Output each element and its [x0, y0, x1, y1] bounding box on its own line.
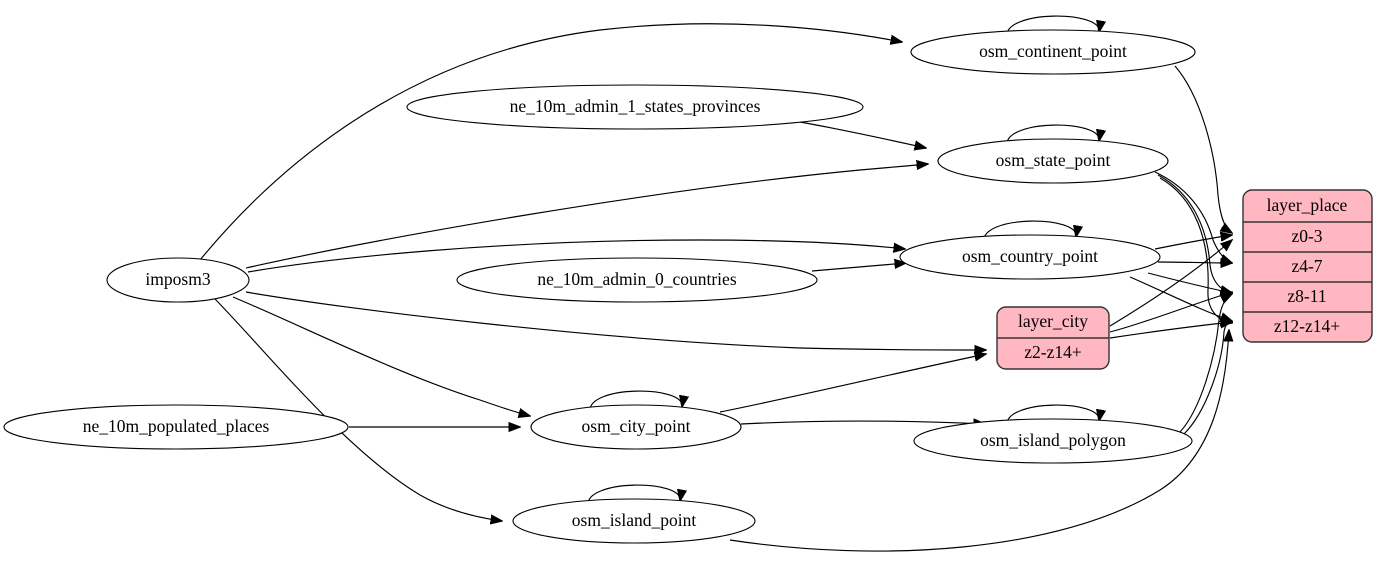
edge-imposm3-to-osm-continent-point: [199, 23, 902, 261]
selfloop-osm-state-point: [1006, 124, 1099, 147]
edge-osm-city-point-to-layer-city: [719, 354, 986, 413]
selfloop-osm-island-point: [587, 484, 680, 507]
edge-ne-countries-to-osm-country-point: [811, 263, 906, 272]
edge-osm-state-point-to-layer-place-z8-11: [1157, 174, 1232, 293]
edge-osm-island-polygon-to-layer-place-z8-11: [1179, 294, 1232, 433]
selfloop-osm-country-point: [983, 220, 1076, 243]
record-layer: layer_city z2-z14+ layer_place z0-3 z4-7…: [996, 189, 1373, 370]
node-osm-island-point[interactable]: osm_island_point: [512, 498, 756, 544]
edge-layer-city-to-layer-place-z12-z14: [1109, 322, 1232, 339]
node-osm-state-point[interactable]: osm_state_point: [937, 138, 1169, 184]
edge-osm-country-point-to-layer-place-z4-7: [1157, 262, 1232, 263]
record-title-layer-city: layer_city: [1018, 311, 1088, 331]
selfloop-osm-island-polygon: [1006, 404, 1099, 427]
edge-osm-city-point-to-osm-island-polygon: [740, 421, 985, 424]
node-imposm3[interactable]: imposm3: [106, 257, 250, 303]
node-osm-continent-point[interactable]: osm_continent_point: [910, 29, 1196, 75]
record-row-layer-place-z0-3[interactable]: z0-3: [1291, 226, 1322, 246]
node-label-osm-island-point: osm_island_point: [572, 510, 697, 530]
node-osm-city-point[interactable]: osm_city_point: [530, 404, 742, 450]
node-osm-island-polygon[interactable]: osm_island_polygon: [913, 418, 1193, 464]
record-layer-city[interactable]: layer_city z2-z14+: [996, 306, 1110, 370]
node-label-osm-island-polygon: osm_island_polygon: [980, 430, 1126, 450]
edge-imposm3-to-osm-island-point: [214, 298, 502, 521]
node-ne-10m-admin-0-countries[interactable]: ne_10m_admin_0_countries: [456, 257, 818, 303]
selfloop-osm-city-point: [589, 390, 682, 413]
edge-osm-country-point-to-layer-place-z0-3: [1154, 235, 1232, 250]
record-row-layer-city-z2-z14[interactable]: z2-z14+: [1024, 342, 1082, 362]
node-label-ne-states: ne_10m_admin_1_states_provinces: [510, 96, 761, 116]
node-label-ne-countries: ne_10m_admin_0_countries: [537, 269, 736, 289]
edge-layer-city-to-layer-place-z8-11: [1109, 292, 1232, 333]
edge-imposm3-to-osm-state-point: [245, 164, 928, 269]
edge-layer: [199, 15, 1232, 552]
node-label-osm-country-point: osm_country_point: [962, 246, 1098, 266]
node-ne-10m-admin-1-states-provinces[interactable]: ne_10m_admin_1_states_provinces: [406, 84, 864, 130]
record-row-layer-place-z4-7[interactable]: z4-7: [1291, 256, 1322, 276]
edge-ne-states-to-osm-state-point: [799, 121, 926, 148]
record-row-layer-place-z8-11[interactable]: z8-11: [1287, 286, 1326, 306]
node-ne-10m-populated-places[interactable]: ne_10m_populated_places: [3, 404, 349, 450]
record-title-layer-place: layer_place: [1267, 195, 1348, 215]
node-label-osm-state-point: osm_state_point: [996, 150, 1111, 170]
node-layer: imposm3 ne_10m_admin_1_states_provinces …: [3, 29, 1196, 544]
node-label-osm-continent-point: osm_continent_point: [979, 41, 1127, 61]
record-layer-place[interactable]: layer_place z0-3 z4-7 z8-11 z12-z14+: [1242, 189, 1373, 343]
selfloop-osm-continent-point: [1006, 15, 1099, 38]
edge-osm-state-point-to-layer-place-z12-z14: [1159, 177, 1232, 323]
edge-osm-island-point-to-layer-place-z12-z14: [729, 330, 1229, 552]
edge-osm-continent-point-to-layer-place-z0-3: [1174, 65, 1232, 233]
node-label-imposm3: imposm3: [145, 269, 210, 289]
node-label-ne-populated: ne_10m_populated_places: [83, 416, 270, 436]
record-row-layer-place-z12-z14[interactable]: z12-z14+: [1274, 316, 1340, 336]
edge-imposm3-to-layer-city: [245, 291, 986, 350]
edge-imposm3-to-osm-city-point: [232, 296, 530, 416]
edge-osm-country-point-to-layer-place-z8-11: [1147, 272, 1232, 293]
edge-imposm3-to-osm-country-point: [247, 239, 905, 273]
node-osm-country-point[interactable]: osm_country_point: [899, 234, 1161, 280]
edge-layer-city-to-layer-place-z0-3: [1109, 240, 1232, 327]
node-label-osm-city-point: osm_city_point: [582, 416, 691, 436]
